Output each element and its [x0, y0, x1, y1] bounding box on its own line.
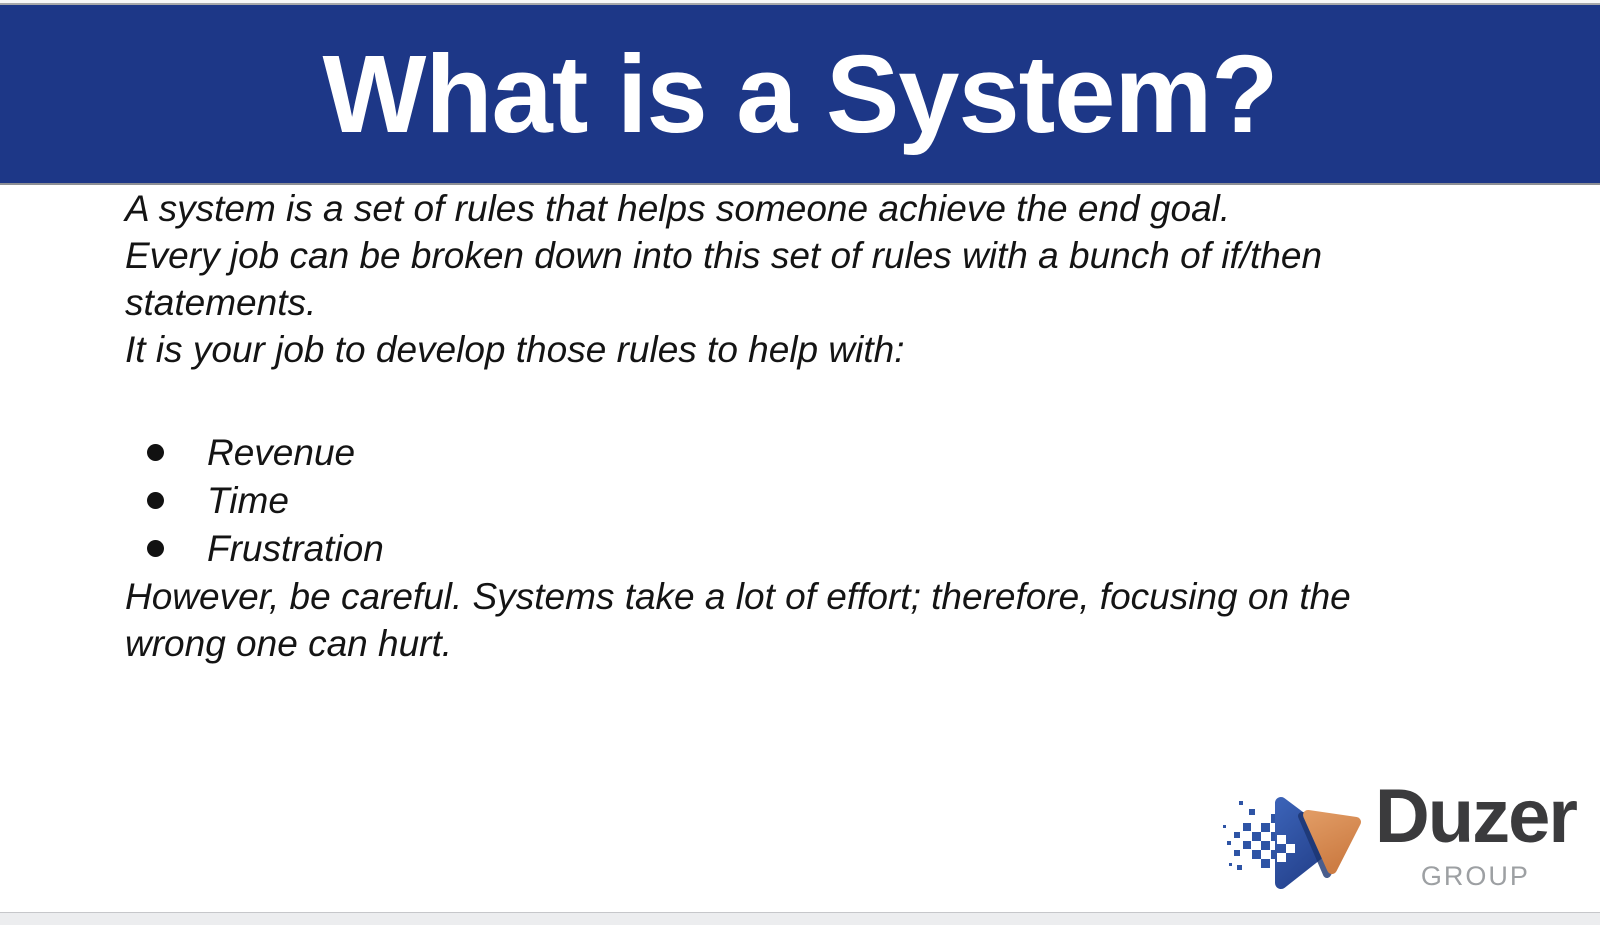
bullet-item-time: Time: [125, 477, 1460, 525]
logo-word: Duzer: [1374, 774, 1578, 860]
slide-bottom-edge: [0, 913, 1600, 925]
logo-subtext: GROUP: [1420, 861, 1530, 891]
paragraph-line: wrong one can hurt.: [125, 623, 453, 664]
bullet-list: Revenue Time Frustration: [125, 429, 1460, 573]
header-banner: What is a System?: [0, 5, 1600, 185]
logo-wordmark: Duzer GROUP: [1374, 774, 1578, 900]
paragraph-line: A system is a set of rules that helps so…: [125, 188, 1231, 229]
bullet-dot: [147, 492, 164, 509]
bullet-item-revenue: Revenue: [125, 429, 1460, 477]
pixel-play-icon: [1222, 796, 1361, 889]
paragraph-line: Every job can be broken down into this s…: [125, 235, 1323, 276]
paragraph-line: statements.: [125, 282, 317, 323]
paragraph-definition: A system is a set of rules that helps so…: [125, 185, 1460, 232]
paragraph-every-job: Every job can be broken down into this s…: [125, 232, 1460, 326]
bullet-label: Revenue: [207, 432, 356, 473]
slide-title: What is a System?: [322, 33, 1279, 156]
slide-bottom-edge-line: [0, 912, 1600, 913]
paragraph-line: It is your job to develop those rules to…: [125, 329, 905, 370]
paragraph-line: However, be careful. Systems take a lot …: [125, 576, 1351, 617]
bullet-label: Frustration: [207, 528, 384, 569]
bullet-dot: [147, 540, 164, 557]
bullet-label: Time: [207, 480, 289, 521]
slide-top-edge-line: [0, 3, 1600, 5]
paragraph-warning: However, be careful. Systems take a lot …: [125, 573, 1460, 667]
bullet-dot: [147, 444, 164, 461]
slide-top-edge: [0, 0, 1600, 3]
logo: Duzer GROUP: [1221, 774, 1578, 900]
paragraph-your-job: It is your job to develop those rules to…: [125, 326, 1460, 373]
slide-body: A system is a set of rules that helps so…: [0, 185, 1600, 912]
bullet-item-frustration: Frustration: [125, 525, 1460, 573]
